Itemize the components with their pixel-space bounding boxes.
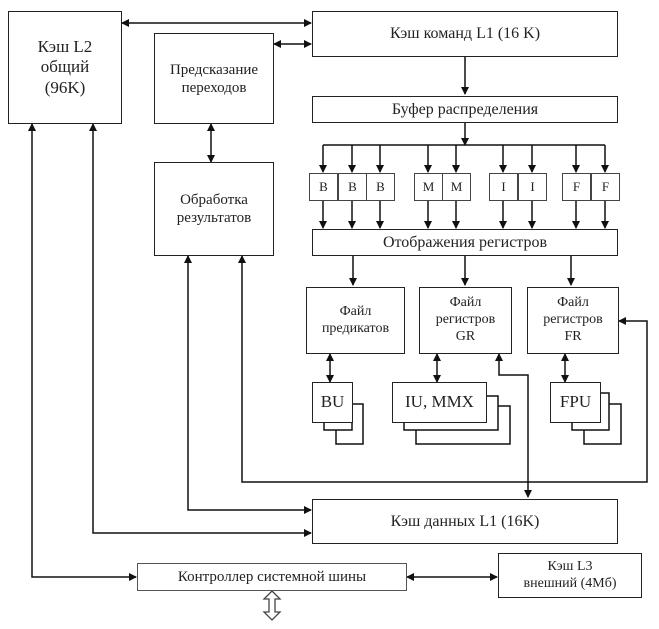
l2-cache-box: Кэш L2 общий (96K) [8,11,122,124]
l1-instruction-cache-box: Кэш команд L1 (16 K) [312,11,618,57]
issue-port-4: M [442,173,471,201]
branch-prediction-box: Предсказание переходов [154,33,274,124]
issue-port-label: B [376,179,385,195]
issue-port-3: M [414,173,443,201]
issue-port-5: I [489,173,518,201]
l2-cache-label: Кэш L2 общий (96K) [37,36,93,97]
issue-port-label: F [601,179,610,195]
issue-port-label: I [530,179,535,195]
dispatch-buffer-box: Буфер распределения [312,96,618,123]
l1-instruction-cache-label: Кэш команд L1 (16 K) [389,25,541,43]
l3-cache-box: Кэш L3 внешний (4Мб) [498,553,642,598]
issue-port-label: B [348,179,357,195]
issue-port-label: F [572,179,581,195]
dispatch-buffer-label: Буфер распределения [391,100,539,118]
l1-data-cache-box: Кэш данных L1 (16K) [312,499,618,544]
issue-port-0: B [309,173,338,201]
issue-port-6: I [518,173,547,201]
issue-port-label: M [450,179,463,195]
predicate-file-box: Файл предикатов [306,287,405,354]
result-processing-label: Обработка результатов [176,192,252,226]
fr-file-label: Файл регистров FR [543,295,603,344]
issue-port-8: F [591,173,620,201]
l3-cache-label: Кэш L3 внешний (4Мб) [523,559,617,591]
bu-unit-label: BU [320,392,345,412]
branch-prediction-label: Предсказание переходов [169,61,259,96]
predicate-file-label: Файл предикатов [321,303,390,336]
issue-port-7: F [562,173,591,201]
register-mapping-box: Отображения регистров [312,229,618,256]
fpu-unit-label: FPU [559,392,592,412]
arrow-rp-l1d [184,255,312,514]
result-processing-box: Обработка результатов [154,162,274,256]
iu-mmx-unit-box: IU, MMX [392,382,487,423]
bus-controller-label: Контроллер системной шины [177,569,367,585]
issue-port-label: B [319,179,328,195]
bu-unit-box: BU [312,382,353,423]
register-mapping-label: Отображения регистров [382,233,548,251]
arrow-gr-l1d [495,353,532,498]
issue-port-label: I [501,179,506,195]
gr-file-box: Файл регистров GR [419,287,512,354]
l1-data-cache-label: Кэш данных L1 (16K) [390,512,540,530]
system-bus-arrow-icon [262,590,282,621]
gr-file-label: Файл регистров GR [435,295,496,344]
issue-port-label: M [422,179,435,195]
bus-controller-box: Контроллер системной шины [137,563,407,591]
fpu-unit-box: FPU [550,382,601,423]
fr-file-box: Файл регистров FR [527,287,619,354]
iu-mmx-unit-label: IU, MMX [405,392,474,412]
issue-port-1: B [338,173,367,201]
arrow-l2-bus [28,123,137,581]
issue-port-2: B [366,173,395,201]
